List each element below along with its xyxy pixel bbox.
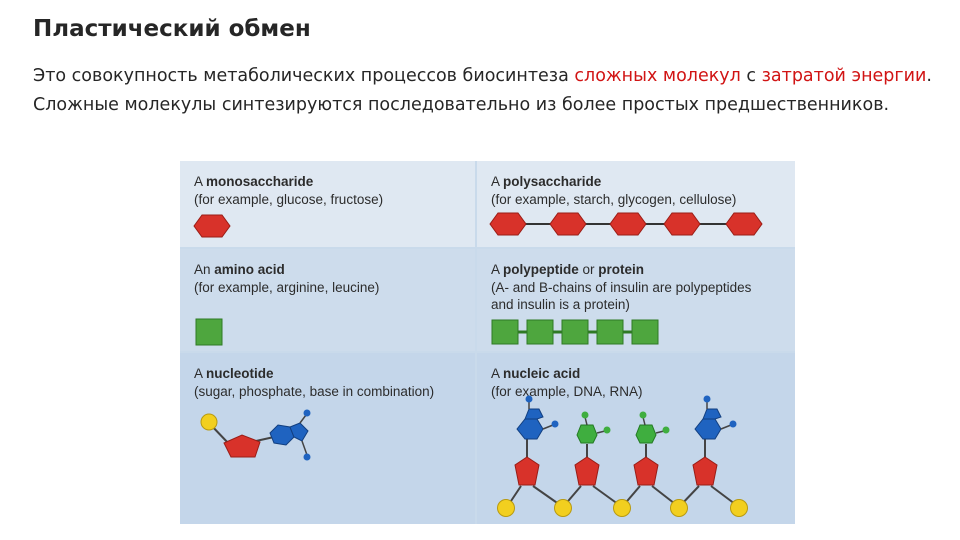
monosaccharide-examples: (for example, glucose, fructose) — [194, 191, 384, 207]
monosaccharide-art — [193, 214, 231, 238]
amino-acid-square-icon — [596, 319, 624, 345]
highlight-complex-molecules: сложных молекул — [574, 66, 741, 86]
amino-acid-title: amino acid — [214, 262, 285, 277]
base-pyrimidine-icon — [576, 424, 598, 444]
cell-nucleic-acid: A nucleic acid (for example, DNA, RNA) — [477, 353, 795, 524]
monosaccharide-prefix: A — [194, 174, 207, 189]
polypeptide-note-line1: (A- and B-chains of insulin are polypept… — [491, 279, 752, 295]
phosphate-circle-icon — [497, 499, 515, 517]
sugar-pentagon-icon — [574, 456, 600, 486]
amino-acid-prefix: An — [194, 262, 215, 277]
sugar-hexagon-icon — [193, 214, 231, 238]
sugar-hexagon-icon — [725, 212, 763, 236]
base-ring-icon — [289, 422, 309, 442]
sugar-pentagon-icon — [514, 456, 540, 486]
sugar-hexagon-icon — [663, 212, 701, 236]
monosaccharide-label: A monosaccharide (for example, glucose, … — [194, 173, 383, 208]
sugar-pentagon-icon — [692, 456, 718, 486]
phosphate-circle-icon — [670, 499, 688, 517]
sugar-pentagon-icon — [223, 434, 261, 458]
nucleic-acid-title: nucleic acid — [503, 366, 581, 381]
base-purine-icon — [694, 418, 722, 440]
phosphate-circle-icon — [730, 499, 748, 517]
body-text-3: . Сложные молекулы синтезируются последо… — [33, 66, 932, 115]
cell-monosaccharide: A monosaccharide (for example, glucose, … — [180, 161, 475, 247]
sugar-pentagon-icon — [633, 456, 659, 486]
monomer-polymer-figure: A monosaccharide (for example, glucose, … — [180, 161, 795, 524]
sugar-hexagon-icon — [489, 212, 527, 236]
body-text-1: Это совокупность метаболических процессо… — [33, 66, 575, 86]
polysaccharide-prefix: A — [491, 174, 504, 189]
nucleic-acid-examples: (for example, DNA, RNA) — [491, 383, 643, 399]
sugar-hexagon-icon — [549, 212, 587, 236]
amino-acid-square-icon — [631, 319, 659, 345]
polysaccharide-label: A polysaccharide (for example, starch, g… — [491, 173, 736, 208]
amino-acid-label: An amino acid (for example, arginine, le… — [194, 261, 379, 296]
base-purine-icon — [516, 418, 544, 440]
polysaccharide-chain-art — [489, 212, 763, 236]
amino-acid-square-icon — [561, 319, 589, 345]
phosphate-circle-icon — [554, 499, 572, 517]
nucleic-acid-label: A nucleic acid (for example, DNA, RNA) — [491, 365, 643, 400]
nucleic-acid-prefix: A — [491, 366, 504, 381]
nucleotide-title: nucleotide — [206, 366, 274, 381]
amino-acid-square-icon — [491, 319, 519, 345]
protein-title: protein — [598, 262, 645, 277]
polypeptide-title: polypeptide — [503, 262, 579, 277]
polysaccharide-title: polysaccharide — [503, 174, 602, 189]
cell-amino-acid: An amino acid (for example, arginine, le… — [180, 249, 475, 351]
cell-polysaccharide: A polysaccharide (for example, starch, g… — [477, 161, 795, 247]
highlight-energy-cost: затратой энергии — [761, 66, 927, 86]
base-pyrimidine-icon — [635, 424, 657, 444]
amino-acid-examples: (for example, arginine, leucine) — [194, 279, 380, 295]
polypeptide-or: or — [578, 262, 599, 277]
monosaccharide-title: monosaccharide — [206, 174, 314, 189]
nucleotide-label: A nucleotide (sugar, phosphate, base in … — [194, 365, 434, 400]
polypeptide-note-line2: and insulin is a protein) — [491, 297, 630, 312]
nucleotide-prefix: A — [194, 366, 207, 381]
cell-polypeptide: A polypeptide or protein (A- and B-chain… — [477, 249, 795, 351]
polypeptide-label: A polypeptide or protein (A- and B-chain… — [491, 261, 751, 314]
amino-acid-square-icon — [195, 318, 223, 346]
polypeptide-prefix: A — [491, 262, 504, 277]
slide-title: Пластический обмен — [33, 16, 311, 42]
cell-nucleotide: A nucleotide (sugar, phosphate, base in … — [180, 353, 475, 524]
amino-acid-square-icon — [526, 319, 554, 345]
sugar-hexagon-icon — [609, 212, 647, 236]
phosphate-circle-icon — [613, 499, 631, 517]
body-text-2: с — [740, 66, 762, 86]
phosphate-circle-icon — [200, 413, 218, 431]
nucleic-acid-chain-art — [497, 395, 748, 517]
nucleotide-art — [200, 409, 311, 461]
slide-body-text: Это совокупность метаболических процессо… — [33, 62, 933, 120]
amino-acid-art — [195, 318, 223, 346]
polypeptide-chain-art — [491, 319, 659, 345]
nucleotide-examples: (sugar, phosphate, base in combination) — [194, 383, 435, 399]
polysaccharide-examples: (for example, starch, glycogen, cellulos… — [491, 191, 737, 207]
